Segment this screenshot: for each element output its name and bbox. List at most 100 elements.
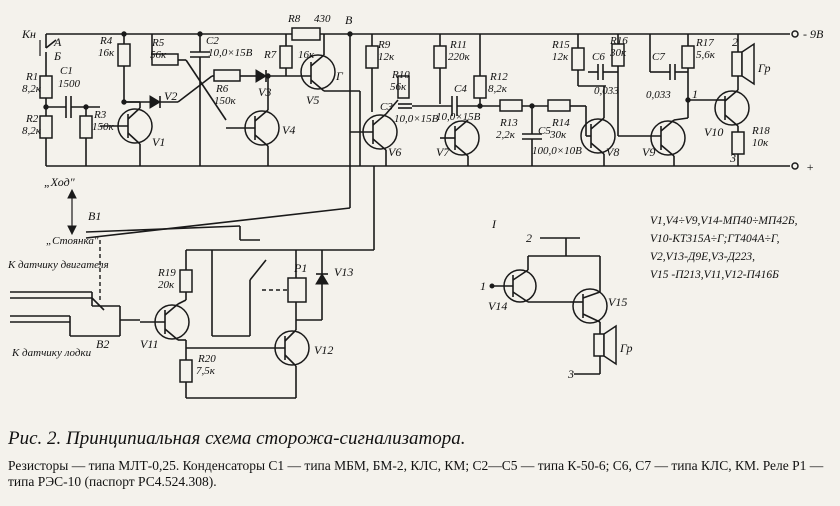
inset-point-2-label: 2 [526,231,532,245]
resistor-r12-name: R12 [489,71,508,83]
resistor-r10 [397,75,410,99]
switch-kn-label: Кн [21,27,36,41]
negative-rail-label: - 9В [803,27,824,41]
transistor-v12 [186,320,310,398]
resistor-r12 [473,75,487,99]
resistor-r19 [179,269,193,293]
sensor-switch-label: В2 [96,337,109,351]
resistor-r1-name: R1 [25,71,38,83]
resistor-r3-value: 150к [92,121,115,133]
capacitor-c6-value: 0,033 [594,85,619,97]
figure-note: Резисторы — типа МЛТ-0,25. Конденсаторы … [8,458,824,489]
positive-rail-label: + [806,160,814,174]
resistor-r10-name: R10 [391,69,410,81]
resistor-r9 [365,45,379,69]
point-2-label: 2 [732,35,738,49]
node-g-label: Г [335,69,344,83]
transistor-v6 [350,113,398,166]
resistor-r11 [433,45,447,69]
transistor-v7 [440,119,480,166]
resistor-r16-name: R16 [609,35,628,47]
diode-v3-label: V3 [258,85,271,99]
resistor-r6 [213,69,241,82]
resistor-r20-name: R20 [197,353,216,365]
parts-line-4: V15 -П213,V11,V12-П416Б [650,269,779,281]
capacitor-c3-name: C3 [380,101,393,113]
mode-arrow [67,188,77,236]
mode-switch-label: В1 [88,209,101,223]
relay-p1 [287,250,307,320]
diode-v13-label: V13 [334,265,353,279]
resistor-r4-value: 16к [98,47,115,59]
resistor-r15-value: 12к [552,51,569,63]
sensor-boat-wires [10,315,120,337]
resistor-r6-name: R6 [215,83,229,95]
transistor-v7-label: V7 [436,145,450,159]
transistor-v9-label: V9 [642,145,655,159]
resistor-r3-name: R3 [93,109,107,121]
capacitor-c2 [190,34,210,166]
capacitor-c1 [46,96,100,118]
resistor-r20 [179,359,193,383]
resistor-r13 [499,99,523,112]
positive-rail [46,162,799,170]
switch-contact-a: А [53,35,62,49]
mode-stoyanka-label: „Стоянка" [46,235,99,247]
capacitor-c4-name: C4 [454,83,467,95]
node-b-label: В [345,13,353,27]
resistor-r10-value: 56к [390,81,407,93]
transistor-v5-label: V5 [306,93,319,107]
diode-v2-label: V2 [164,89,177,103]
capacitor-c1-name: C1 [60,65,73,77]
resistor-r19-name: R19 [157,267,176,279]
capacitor-c6-name: C6 [592,51,605,63]
resistor-r16-value: 30к [609,47,627,59]
resistor-r9-value: 12к [378,51,395,63]
capacitor-c4-value: 10,0×15В [436,111,481,123]
transistor-v12-label: V12 [314,343,333,357]
resistor-r7 [279,45,293,69]
figure-caption: Рис. 2. Принципиальная схема сторожа-сиг… [8,428,466,449]
transistor-v8 [580,86,616,166]
resistor-r2-value: 8,2к [22,125,42,137]
negative-rail [46,30,799,38]
capacitor-c3-value: 10,0×15В [394,113,439,125]
transistor-v4-label: V4 [282,123,295,137]
mode-hod-label: „Ход" [44,175,76,189]
resistor-r8-value: 430 [314,13,331,25]
resistor-r5-value: 56к [150,49,167,61]
relay-p1-label: Р1 [293,261,307,275]
point-1-label: 1 [692,87,698,101]
mode-switch-b1 [85,207,351,241]
sensor-boat-label: К датчику лодки [11,347,92,359]
resistor-r17-name: R17 [695,37,714,49]
resistor-r13-name: R13 [499,117,518,129]
capacitor-c5-name: C5 [538,125,551,137]
resistor-r4-name: R4 [99,35,113,47]
capacitor-c7 [656,64,688,80]
speaker [731,34,755,86]
resistor-r12-value: 8,2к [488,83,508,95]
transistor-v15 [570,288,608,334]
capacitor-c3 [398,103,412,109]
inset-speaker-label: Гр [619,341,633,355]
capacitor-c4 [412,96,480,116]
resistor-r19-value: 20к [158,279,175,291]
parts-line-3: V2,V13-Д9Е,V3-Д223, [650,251,755,263]
capacitor-c5-value: 100,0×10В [532,145,582,157]
transistor-v6-label: V6 [388,145,401,159]
resistor-r11-name: R11 [449,39,467,51]
resistor-r3 [79,115,93,139]
resistor-r14-value: 30к [549,129,567,141]
parts-list: V1,V4÷V9,V14-МП40÷МП42Б, V10-КТ315А÷Г;ГТ… [650,215,798,281]
resistor-r4 [117,43,131,67]
transistor-v14 [494,269,570,303]
resistor-r9-name: R9 [377,39,391,51]
capacitor-c6 [588,64,618,80]
switch-contact-b: Б [53,49,61,63]
schematic-diagram: - 9В + Кн А Б R1 8,2к R2 8,2к C1 1500 R3… [7,13,824,399]
sensor-engine-label: К датчику двигателя [7,259,109,271]
resistor-r15 [571,47,585,71]
resistor-r17 [681,45,695,69]
